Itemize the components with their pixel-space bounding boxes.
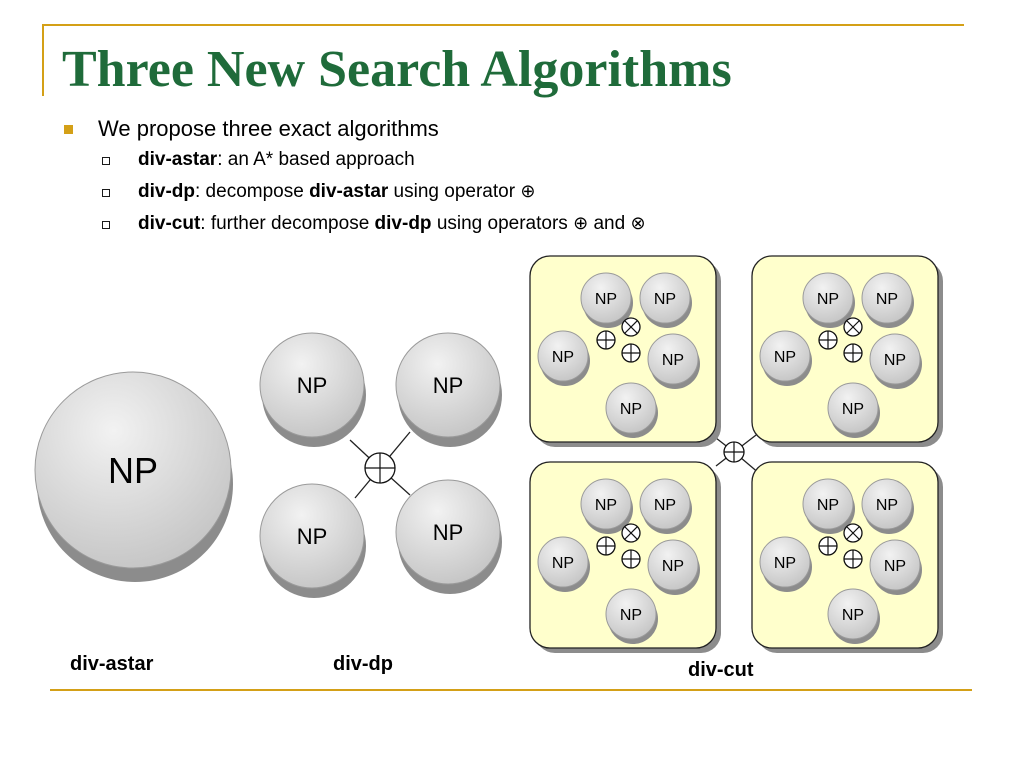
left-rule — [42, 24, 44, 96]
np-node-small: NP — [827, 382, 880, 438]
oplus-icon: ⊕ — [573, 213, 589, 234]
otimes-operator-icon — [843, 523, 863, 543]
np-node-large: NP — [34, 371, 233, 582]
np-label: NP — [774, 555, 796, 572]
oplus-operator-icon — [818, 536, 838, 556]
np-node-small: NP — [827, 588, 880, 644]
term-div-cut: div-cut — [138, 213, 201, 234]
np-label: NP — [662, 558, 684, 575]
np-node: NP — [259, 483, 366, 598]
oplus-icon: ⊕ — [520, 181, 536, 202]
main-bullet: We propose three exact algorithms — [62, 114, 962, 144]
np-node-small: NP — [639, 478, 692, 534]
square-bullet-icon — [64, 125, 73, 134]
np-label: NP — [433, 373, 464, 398]
np-label: NP — [654, 291, 676, 308]
term-div-astar: div-astar — [138, 149, 218, 170]
np-node-small: NP — [759, 536, 812, 592]
term-div-astar: div-astar — [309, 181, 389, 202]
oplus-operator-icon — [621, 343, 641, 363]
np-node-small: NP — [537, 330, 590, 386]
np-node-small: NP — [580, 478, 633, 534]
np-label: NP — [884, 352, 906, 369]
np-label: NP — [662, 352, 684, 369]
hollow-square-bullet-icon — [102, 189, 110, 197]
np-node-small: NP — [759, 330, 812, 386]
main-bullet-text: We propose three exact algorithms — [98, 116, 439, 141]
oplus-operator-icon — [818, 330, 838, 350]
term-div-dp: div-dp — [374, 213, 432, 234]
np-node-small: NP — [605, 588, 658, 644]
sub-bullet-text: : decompose — [195, 181, 310, 202]
np-label: NP — [595, 497, 617, 514]
np-node: NP — [259, 332, 366, 447]
sub-bullet-text: using operators — [431, 213, 574, 234]
np-node-small: NP — [802, 478, 855, 534]
sub-bullet-dp: div-dp: decompose div-astar using operat… — [62, 176, 962, 208]
np-node: NP — [395, 332, 502, 447]
np-node-small: NP — [869, 539, 922, 595]
otimes-operator-icon — [621, 317, 641, 337]
np-label: NP — [842, 607, 864, 624]
sub-bullet-astar: div-astar: an A* based approach — [62, 144, 962, 176]
np-node-small: NP — [605, 382, 658, 438]
np-label: NP — [620, 401, 642, 418]
np-node: NP — [395, 479, 502, 594]
oplus-operator-icon — [843, 549, 863, 569]
bullet-list: We propose three exact algorithms div-as… — [62, 114, 962, 240]
np-node-small: NP — [861, 272, 914, 328]
otimes-operator-icon — [621, 523, 641, 543]
np-node-small: NP — [537, 536, 590, 592]
sub-bullet-text: : further decompose — [200, 213, 375, 234]
caption-div-dp: div-dp — [333, 653, 393, 675]
np-label: NP — [552, 555, 574, 572]
np-label: NP — [620, 607, 642, 624]
caption-div-cut: div-cut — [688, 659, 754, 681]
sub-bullet-text: using operator — [388, 181, 521, 202]
np-label: NP — [876, 291, 898, 308]
np-label: NP — [108, 450, 158, 491]
np-label: NP — [433, 520, 464, 545]
np-label: NP — [654, 497, 676, 514]
slide-title: Three New Search Algorithms — [62, 41, 732, 98]
np-label: NP — [297, 524, 328, 549]
np-node-small: NP — [802, 272, 855, 328]
np-node-small: NP — [869, 333, 922, 389]
np-label: NP — [297, 373, 328, 398]
oplus-operator-icon — [596, 330, 616, 350]
sub-bullet-cut: div-cut: further decompose div-dp using … — [62, 208, 962, 240]
oplus-operator-icon — [723, 441, 745, 463]
hollow-square-bullet-icon — [102, 157, 110, 165]
np-label: NP — [884, 558, 906, 575]
np-label: NP — [552, 349, 574, 366]
otimes-icon: ⊗ — [630, 213, 646, 234]
term-div-dp: div-dp — [138, 181, 195, 202]
np-node-small: NP — [647, 333, 700, 389]
oplus-operator-icon — [621, 549, 641, 569]
np-label: NP — [842, 401, 864, 418]
oplus-operator-icon — [843, 343, 863, 363]
hollow-square-bullet-icon — [102, 221, 110, 229]
oplus-operator-icon — [596, 536, 616, 556]
oplus-operator-icon — [364, 452, 396, 484]
caption-div-astar: div-astar — [70, 653, 154, 675]
np-label: NP — [774, 349, 796, 366]
np-label: NP — [876, 497, 898, 514]
np-node-small: NP — [861, 478, 914, 534]
np-node-small: NP — [580, 272, 633, 328]
bottom-rule — [50, 689, 972, 691]
np-label: NP — [595, 291, 617, 308]
np-node-small: NP — [647, 539, 700, 595]
sub-bullet-text: : an A* based approach — [217, 149, 415, 170]
otimes-operator-icon — [843, 317, 863, 337]
top-rule — [42, 24, 964, 26]
np-node-small: NP — [639, 272, 692, 328]
np-label: NP — [817, 291, 839, 308]
np-label: NP — [817, 497, 839, 514]
sub-bullet-text: and — [588, 213, 631, 234]
